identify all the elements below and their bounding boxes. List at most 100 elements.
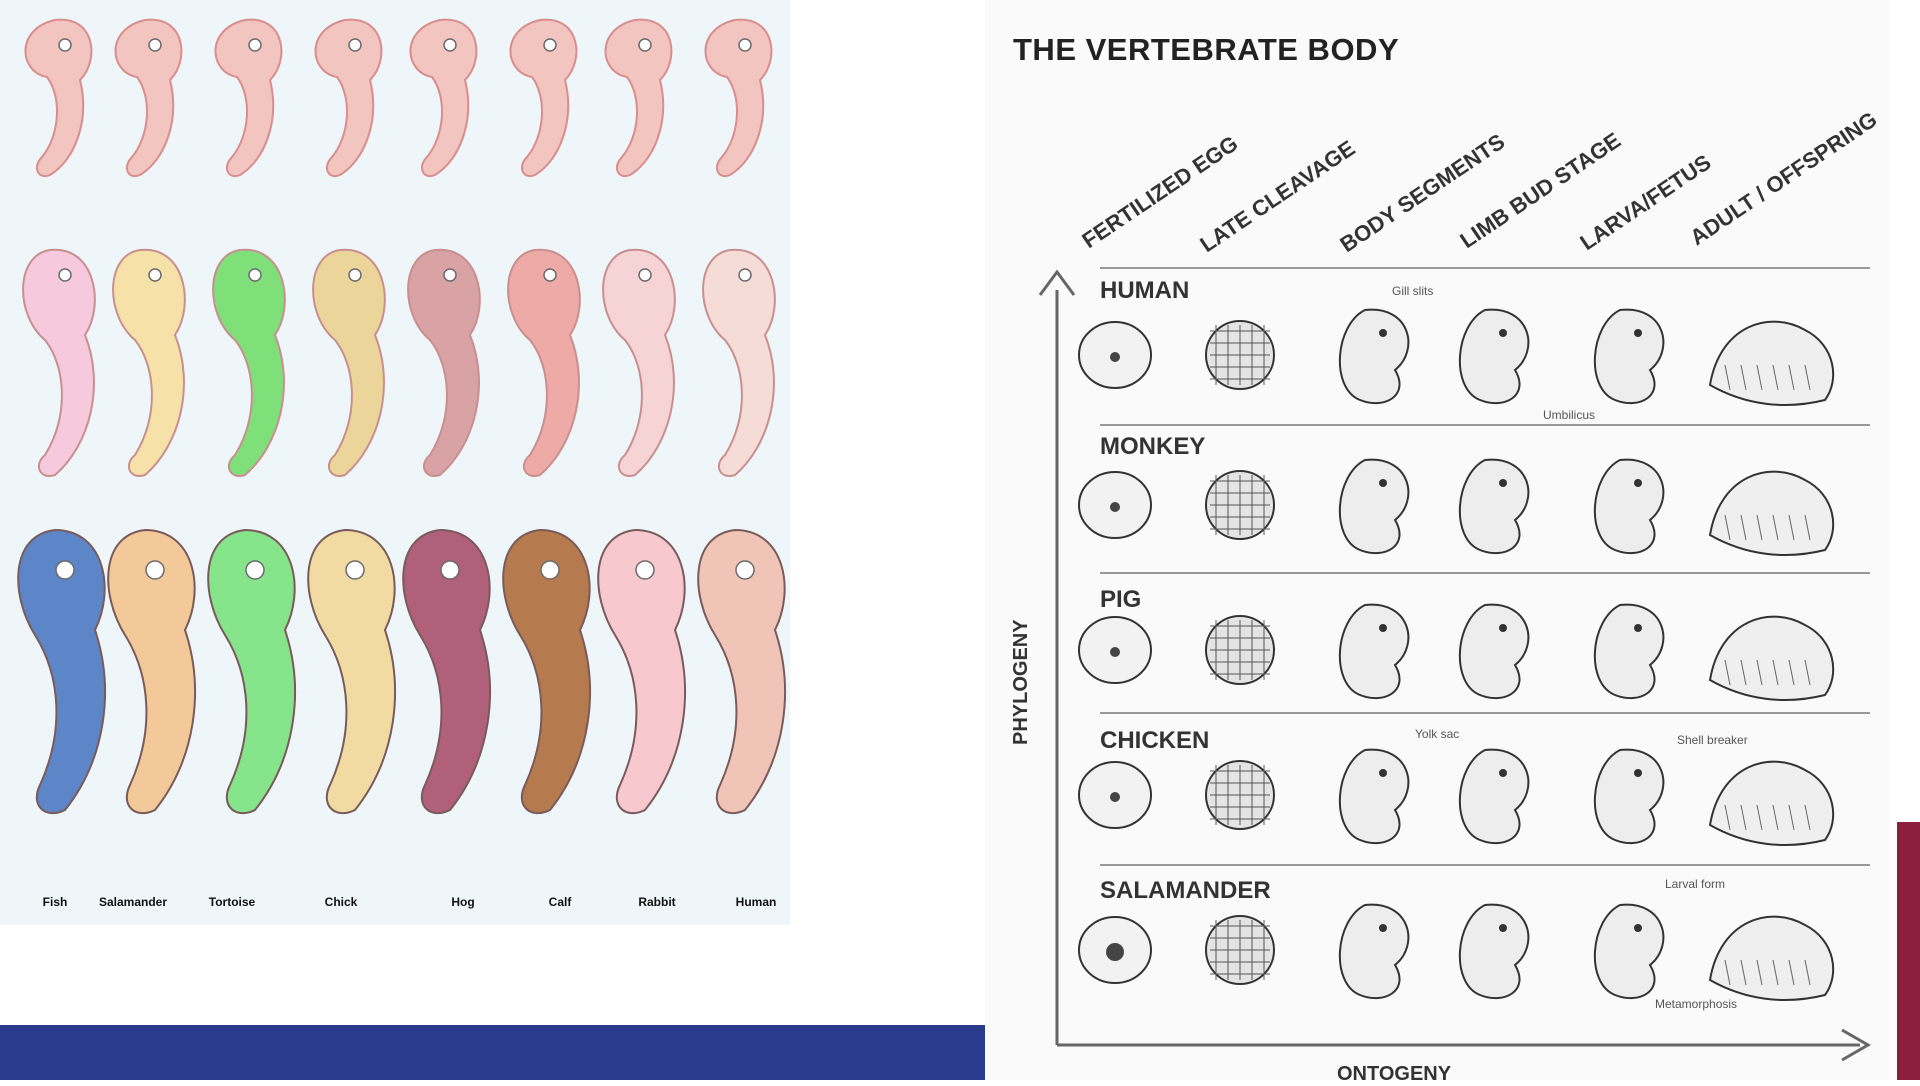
accent-bar: [1897, 822, 1920, 1080]
embryo-sketch: [1594, 603, 1665, 700]
embryo-sketch: [1339, 308, 1410, 405]
embryo-drawing: [112, 248, 186, 477]
adult-sketch-detail: [1740, 514, 1747, 541]
adult-sketch-detail: [1756, 364, 1763, 391]
adult-sketch-detail: [1788, 959, 1795, 986]
embryo-eye: [145, 560, 165, 580]
adult-sketch-detail: [1756, 804, 1763, 831]
embryo-sketch: [1594, 748, 1665, 845]
embryo-drawing: [17, 528, 106, 815]
embryo-sketch: [1459, 903, 1530, 1000]
embryo-eye: [635, 560, 655, 580]
embryo-eye: [248, 268, 262, 282]
embryo-sketch: [1459, 458, 1530, 555]
embryo-sketch: [1594, 458, 1665, 555]
embryo-drawing: [697, 528, 786, 815]
embryo-eye: [735, 560, 755, 580]
embryo-sketch-eye: [1634, 924, 1642, 932]
embryo-eye: [440, 560, 460, 580]
adult-sketch-detail: [1740, 659, 1747, 686]
y-axis-arrow: [1038, 269, 1076, 296]
embryo-drawings: [17, 18, 786, 815]
embryo-eye: [55, 560, 75, 580]
embryo-drawing: [314, 18, 383, 178]
species-label: Tortoise: [208, 895, 256, 909]
adult-sketch-detail: [1804, 364, 1811, 391]
adult-sketch-detail: [1804, 804, 1811, 831]
embryo-sketch: [1339, 903, 1410, 1000]
embryo-drawing: [702, 248, 776, 477]
adult-sketch: [1708, 760, 1835, 846]
adult-sketch-detail: [1772, 804, 1779, 831]
adult-sketch-detail: [1740, 364, 1747, 391]
species-label: Chick: [324, 895, 358, 909]
embryo-eye: [58, 38, 72, 52]
adult-sketch-detail: [1756, 959, 1763, 986]
embryo-eye: [248, 38, 262, 52]
egg-nucleus: [1110, 502, 1120, 512]
embryo-eye: [58, 268, 72, 282]
embryo-drawing: [24, 18, 93, 178]
embryo-drawing: [597, 528, 686, 815]
embryo-drawing: [602, 248, 676, 477]
embryo-drawing: [409, 18, 478, 178]
embryo-drawing: [507, 248, 581, 477]
embryo-sketch: [1594, 903, 1665, 1000]
adult-sketch-detail: [1788, 514, 1795, 541]
note-label: Shell breaker: [1677, 733, 1748, 747]
adult-sketch-detail: [1724, 959, 1731, 986]
organism-label: CHICKEN: [1100, 727, 1210, 754]
adult-sketch-detail: [1756, 659, 1763, 686]
embryo-sketch-eye: [1379, 479, 1387, 487]
x-axis-arrow: [1841, 1028, 1872, 1062]
embryo-sketch: [1459, 308, 1530, 405]
y-axis-label: PHYLOGENY: [1010, 619, 1032, 745]
adult-sketch-detail: [1788, 659, 1795, 686]
embryo-sketch-eye: [1634, 329, 1642, 337]
adult-sketch-detail: [1724, 514, 1731, 541]
embryo-drawing: [114, 18, 183, 178]
embryo-eye: [543, 268, 557, 282]
note-label: Gill slits: [1392, 284, 1434, 298]
species-label: Human: [735, 895, 777, 909]
embryo-sketch-eye: [1379, 329, 1387, 337]
embryo-eye: [348, 268, 362, 282]
note-label: Yolk sac: [1415, 727, 1460, 741]
adult-sketch-detail: [1740, 959, 1747, 986]
egg-nucleus: [1106, 943, 1124, 961]
adult-sketch-detail: [1724, 364, 1731, 391]
adult-sketch-detail: [1788, 804, 1795, 831]
chart-title: THE VERTEBRATE BODY: [1013, 32, 1400, 67]
adult-sketch-detail: [1772, 364, 1779, 391]
species-label: Fish: [42, 895, 68, 909]
embryo-drawing: [22, 248, 96, 477]
x-axis-label: ONTOGENY: [1337, 1063, 1452, 1085]
embryo-sketch: [1339, 603, 1410, 700]
species-label: Salamander: [98, 895, 168, 909]
species-label: Rabbit: [638, 895, 676, 909]
adult-sketch: [1708, 320, 1835, 406]
embryo-eye: [738, 38, 752, 52]
note-label: Metamorphosis: [1655, 997, 1738, 1011]
embryo-eye: [638, 268, 652, 282]
embryo-drawing: [704, 18, 773, 178]
egg-nucleus: [1110, 792, 1120, 802]
adult-sketch-detail: [1740, 804, 1747, 831]
embryo-sketch: [1339, 458, 1410, 555]
organism-label: SALAMANDER: [1100, 877, 1271, 904]
embryo-eye: [245, 560, 265, 580]
embryo-eye: [443, 38, 457, 52]
adult-sketch-detail: [1724, 804, 1731, 831]
embryo-drawing: [212, 248, 286, 477]
embryo-sketch: [1339, 748, 1410, 845]
species-label: Hog: [451, 895, 475, 909]
footer-band: [0, 1025, 985, 1080]
adult-sketch-detail: [1804, 659, 1811, 686]
adult-sketch-detail: [1772, 959, 1779, 986]
embryo-sketch-eye: [1634, 624, 1642, 632]
embryo-sketch: [1594, 308, 1665, 405]
organism-label: MONKEY: [1100, 433, 1206, 460]
egg-nucleus: [1110, 647, 1120, 657]
embryo-drawing: [207, 528, 296, 815]
embryo-comparison-figure: Fish Salamander Tortoise Chick Hog Calf …: [0, 0, 790, 925]
